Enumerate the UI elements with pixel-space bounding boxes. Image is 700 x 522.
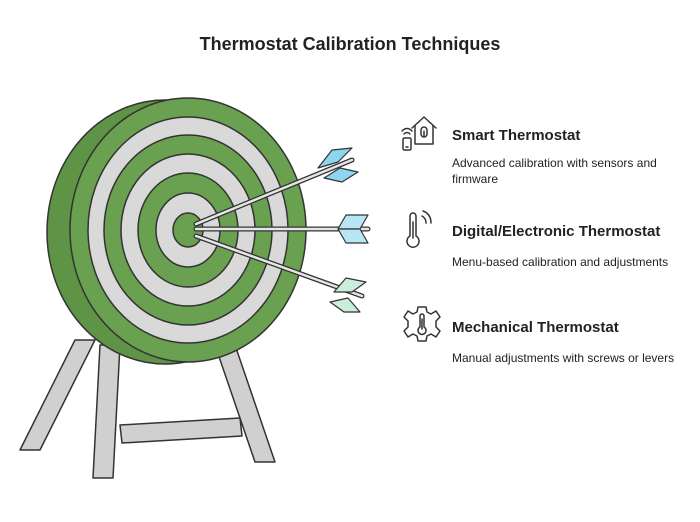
target-stand <box>19 339 276 479</box>
item-description: Menu-based calibration and adjustments <box>452 255 669 269</box>
item-heading: Digital/Electronic Thermostat <box>452 223 661 240</box>
arrow-digital <box>193 214 371 244</box>
smart-home-icon <box>401 116 437 151</box>
item-heading: Mechanical Thermostat <box>452 319 619 336</box>
gear-thermometer-icon <box>403 306 441 342</box>
target-board <box>46 97 307 365</box>
item-description: Manual adjustments with screws or levers <box>452 351 675 365</box>
item-description: Advanced calibration with sensors and fi… <box>452 156 657 186</box>
arrow-smart <box>193 147 359 227</box>
item-heading: Smart Thermostat <box>452 127 581 144</box>
arrow-mechanical <box>193 233 367 313</box>
diagram-title: Thermostat Calibration Techniques <box>199 34 501 54</box>
thermometer-signal-icon <box>406 210 432 248</box>
